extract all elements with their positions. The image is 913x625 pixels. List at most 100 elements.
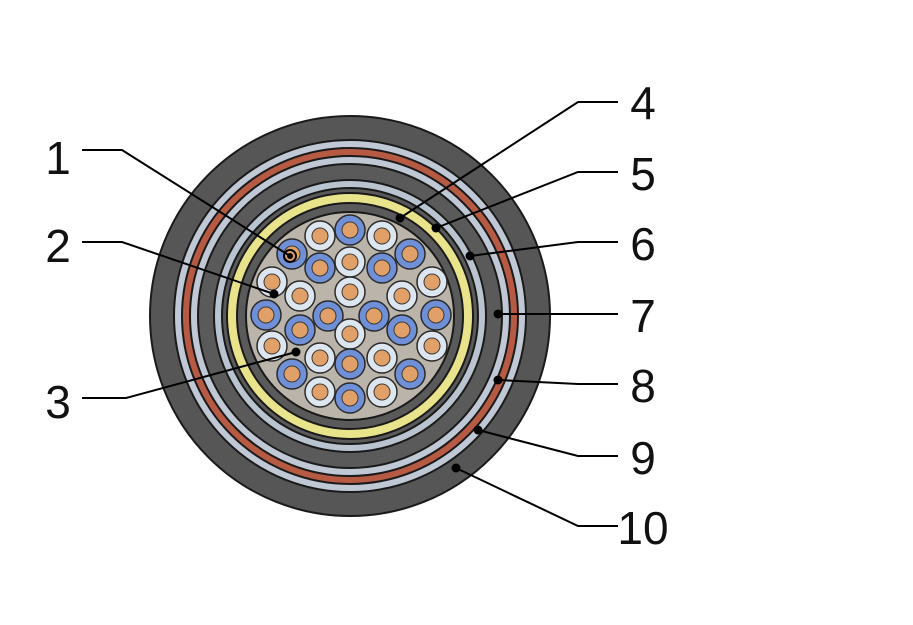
insulated-core xyxy=(416,266,448,298)
core-conductor xyxy=(341,221,359,239)
insulated-core xyxy=(366,342,398,374)
core-conductor xyxy=(311,383,329,401)
leader-dot xyxy=(473,425,483,435)
insulated-core xyxy=(304,252,336,284)
insulated-core xyxy=(394,238,426,270)
core-conductor xyxy=(423,337,441,355)
callout-leaders xyxy=(82,101,618,527)
leader-line xyxy=(435,171,618,229)
cable-layers xyxy=(149,115,551,517)
insulated-core xyxy=(334,348,366,380)
core-conductor xyxy=(401,245,419,263)
insulated-core xyxy=(284,314,316,346)
callout-leader-6 xyxy=(465,241,618,261)
callout-label-7: 7 xyxy=(630,290,656,342)
leader-dot xyxy=(493,309,503,319)
callout-label-1: 1 xyxy=(45,132,71,184)
core-conductor xyxy=(311,259,329,277)
callout-leader-1 xyxy=(82,149,297,263)
core-conductor xyxy=(427,306,445,324)
callout-leader-7 xyxy=(493,309,618,319)
core-conductor xyxy=(311,349,329,367)
core-conductor xyxy=(365,307,383,325)
insulated-core xyxy=(366,376,398,408)
insulated-core xyxy=(358,300,390,332)
callout-label-4: 4 xyxy=(630,77,656,129)
core-conductor xyxy=(341,325,359,343)
insulated-core xyxy=(394,358,426,390)
insulated-core xyxy=(416,330,448,362)
leader-dot xyxy=(493,375,503,385)
core-conductor xyxy=(393,287,411,305)
insulated-core xyxy=(304,220,336,252)
core-conductor xyxy=(373,349,391,367)
core-conductor xyxy=(263,273,281,291)
core-conductor xyxy=(341,283,359,301)
insulated-core xyxy=(366,252,398,284)
leader-line xyxy=(477,429,618,457)
callout-leader-5 xyxy=(431,171,618,233)
insulated-core xyxy=(334,382,366,414)
callout-label-3: 3 xyxy=(45,376,71,428)
callout-label-5: 5 xyxy=(630,148,656,200)
insulated-core xyxy=(386,314,418,346)
insulated-core xyxy=(334,246,366,278)
leader-line xyxy=(82,351,297,399)
core-conductor xyxy=(291,287,309,305)
leader-dot xyxy=(395,213,405,223)
insulated-core xyxy=(304,342,336,374)
leader-line xyxy=(82,149,291,257)
core-conductor xyxy=(373,383,391,401)
leader-line xyxy=(469,241,618,257)
insulated-core xyxy=(420,299,452,331)
core-conductor xyxy=(319,307,337,325)
insulated-core xyxy=(312,300,344,332)
core-conductor xyxy=(373,227,391,245)
insulated-core xyxy=(256,330,288,362)
leader-line xyxy=(82,241,275,295)
core-conductor xyxy=(257,306,275,324)
core-conductor xyxy=(341,389,359,407)
insulated-core xyxy=(304,376,336,408)
callout-labels: 1 2 3 4 5 6 7 8 9 10 xyxy=(45,77,668,554)
core-conductor xyxy=(401,365,419,383)
insulated-core xyxy=(334,214,366,246)
core-conductor xyxy=(393,321,411,339)
callout-label-10: 10 xyxy=(617,502,668,554)
core-conductor xyxy=(283,365,301,383)
callout-leader-9 xyxy=(473,425,618,457)
callout-leader-3 xyxy=(82,347,301,399)
insulated-core xyxy=(276,358,308,390)
callout-leader-2 xyxy=(82,241,279,299)
callout-leader-10 xyxy=(451,463,618,527)
leader-line xyxy=(455,467,618,527)
cable-cores xyxy=(250,214,452,414)
callout-label-9: 9 xyxy=(630,432,656,484)
leader-dot xyxy=(287,253,293,259)
core-conductor xyxy=(423,273,441,291)
core-conductor xyxy=(373,259,391,277)
leader-line xyxy=(399,101,618,219)
core-conductor xyxy=(341,355,359,373)
leader-dot xyxy=(431,223,441,233)
core-conductor xyxy=(341,253,359,271)
leader-dot xyxy=(269,289,279,299)
core-conductor xyxy=(263,337,281,355)
callout-label-2: 2 xyxy=(45,220,71,272)
leader-dot xyxy=(451,463,461,473)
leader-dot xyxy=(465,251,475,261)
insulated-core xyxy=(256,266,288,298)
insulated-core xyxy=(334,276,366,308)
callout-leader-4 xyxy=(395,101,618,223)
leader-end-ring xyxy=(283,249,297,263)
insulated-core xyxy=(366,220,398,252)
insulated-core xyxy=(386,280,418,312)
insulated-core xyxy=(334,318,366,350)
core-conductor xyxy=(311,227,329,245)
insulated-core xyxy=(284,280,316,312)
insulated-core xyxy=(250,299,282,331)
callout-label-8: 8 xyxy=(630,360,656,412)
leader-dot xyxy=(291,347,301,357)
